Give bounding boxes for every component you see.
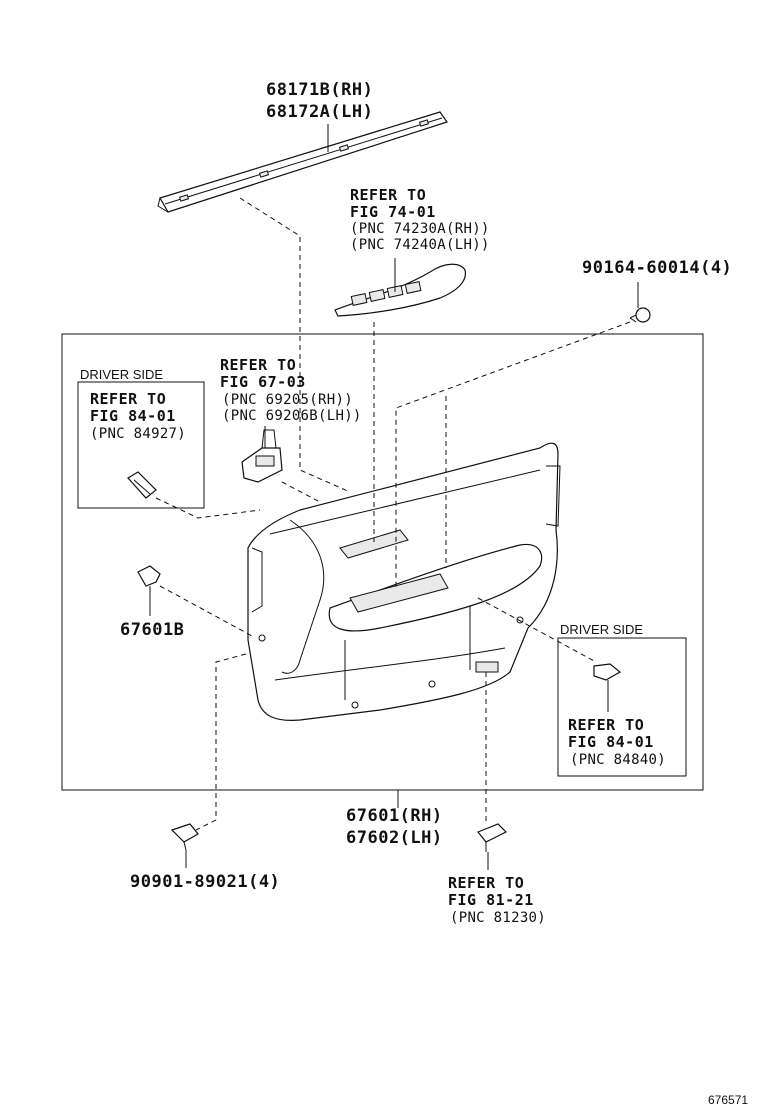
lamp-pnc-label: (PNC 81230) <box>450 910 547 926</box>
right-pnc-label: (PNC 84840) <box>570 752 667 768</box>
switch-fig-label: FIG 74-01 <box>350 203 436 221</box>
belt-moulding-lh-label: 68172A(LH) <box>266 102 374 122</box>
switch-refer-label: REFER TO <box>350 186 427 204</box>
screw-label: 90164-60014(4) <box>582 258 733 278</box>
handle-pnc-lh-label: (PNC 69206B(LH)) <box>222 408 362 424</box>
handle-fig-label: FIG 67-03 <box>220 373 306 391</box>
left-courtesy-switch-part <box>127 471 157 499</box>
handle-refer-label: REFER TO <box>220 356 297 374</box>
belt-moulding-rh-label: 68171B(RH) <box>266 80 374 100</box>
switch-pnc-rh-label: (PNC 74230A(RH)) <box>350 221 490 237</box>
handle-pnc-rh-label: (PNC 69205(RH)) <box>222 392 353 408</box>
screw-part <box>629 307 651 323</box>
clip-label: 67601B <box>120 620 185 640</box>
panel-lh-label: 67602(LH) <box>346 828 443 848</box>
right-driver-side-label: DRIVER SIDE <box>560 622 644 637</box>
bottom-clip-part <box>170 823 199 851</box>
left-driver-side-box <box>77 381 205 509</box>
left-pnc-label: (PNC 84927) <box>90 426 187 442</box>
right-refer-label: REFER TO <box>568 716 645 734</box>
drawing-code-label: 676571 <box>708 1093 749 1107</box>
panel-rh-label: 67601(RH) <box>346 806 443 826</box>
lamp-fig-label: FIG 81-21 <box>448 891 534 909</box>
window-switch-part <box>334 263 466 317</box>
courtesy-lamp-part <box>477 823 508 852</box>
left-fig-label: FIG 84-01 <box>90 407 176 425</box>
inside-handle-bezel-part <box>241 429 283 483</box>
clip-part <box>137 565 161 600</box>
assembly-frame <box>61 333 704 791</box>
bottom-clip-label: 90901-89021(4) <box>130 872 281 892</box>
belt-moulding-part <box>157 111 448 213</box>
leader-lines <box>149 124 639 870</box>
right-courtesy-switch-part <box>593 663 622 681</box>
lamp-refer-label: REFER TO <box>448 874 525 892</box>
left-refer-label: REFER TO <box>90 390 167 408</box>
left-driver-side-label: DRIVER SIDE <box>80 367 164 382</box>
right-driver-side-box <box>557 637 687 777</box>
switch-pnc-lh-label: (PNC 74240A(LH)) <box>350 237 490 253</box>
door-trim-panel <box>247 442 561 721</box>
courtesy-lamp-slot <box>475 661 499 673</box>
right-fig-label: FIG 84-01 <box>568 733 654 751</box>
